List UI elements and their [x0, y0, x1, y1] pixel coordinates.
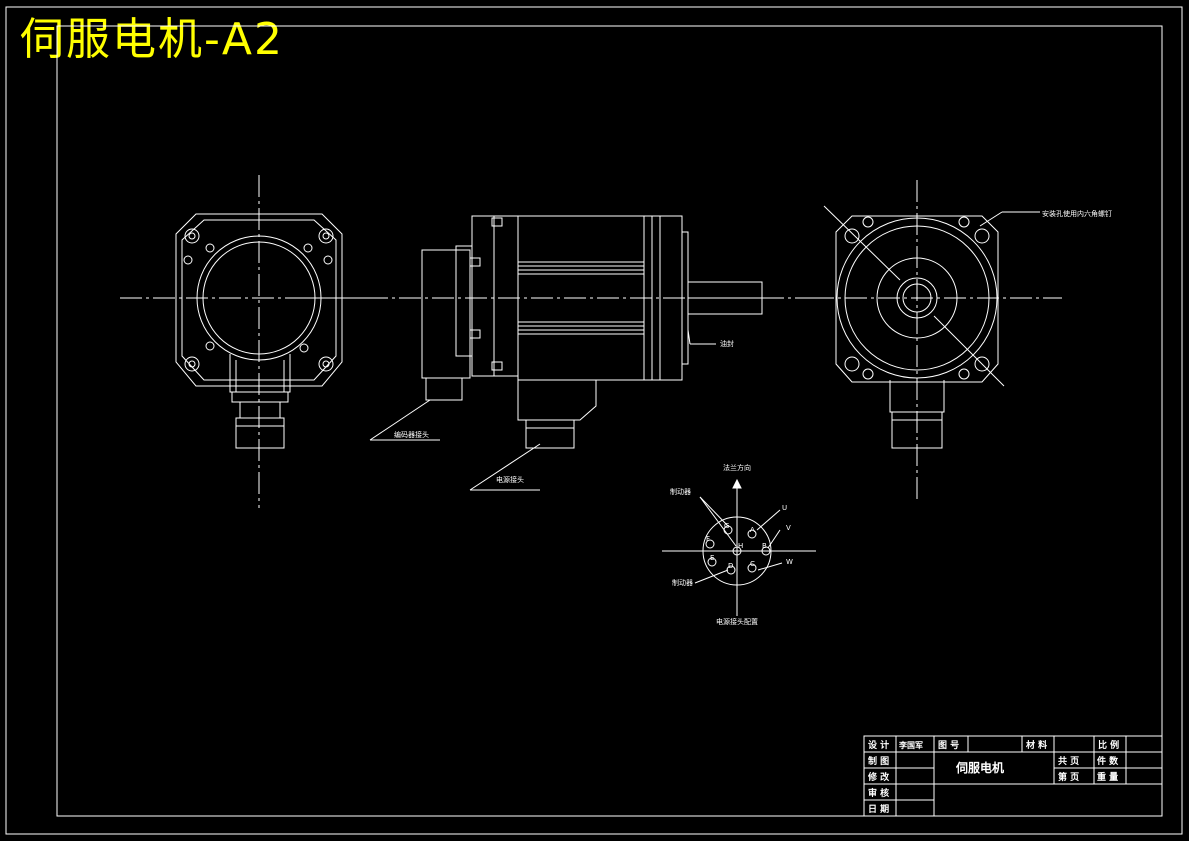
tb-material: 材 料: [1025, 739, 1047, 751]
side-view: [300, 215, 830, 491]
power-connector-label: 电源接头: [496, 475, 524, 484]
outer-border: [5, 6, 1183, 835]
tb-page-no: 第 页: [1058, 771, 1079, 783]
pin-w-label: W: [786, 558, 793, 566]
tb-drafting: 制 图: [868, 755, 889, 767]
pin-c-label: C: [750, 560, 755, 568]
pin-f-label: F: [706, 535, 710, 543]
flange-direction-label: 法兰方向: [723, 463, 751, 472]
tb-review: 审 核: [868, 787, 889, 799]
rear-view: [120, 175, 372, 508]
pin-e-label: E: [710, 554, 714, 562]
oil-seal-label: 油封: [720, 339, 734, 348]
front-view: [812, 180, 1062, 502]
inner-border: [56, 25, 1163, 817]
tb-date: 日 期: [868, 803, 889, 815]
tb-part-name: 伺服电机: [955, 760, 1004, 775]
tb-pieces: 件 数: [1097, 755, 1119, 767]
power-layout-label: 电源接头配置: [716, 617, 758, 626]
pin-u-label: U: [782, 504, 787, 512]
tb-total-pages: 共 页: [1058, 755, 1079, 767]
tb-drawing-no: 图 号: [938, 740, 959, 751]
hex-bolt-note: 安装孔使用内六角螺钉: [1042, 209, 1112, 218]
pin-a-label: A: [750, 526, 755, 534]
tb-designer: 李国军: [898, 740, 923, 750]
tb-modify: 修 改: [867, 771, 890, 783]
brake-top-label: 制动器: [670, 487, 691, 496]
tb-scale: 比 例: [1098, 739, 1119, 751]
title-block: [863, 735, 1163, 817]
brake-bottom-label: 制动器: [672, 578, 693, 587]
sheet-title: 伺服电机-A2: [20, 14, 284, 65]
pin-layout-diagram: [662, 478, 816, 616]
pin-v-label: V: [786, 524, 791, 532]
pin-h-label: H: [738, 542, 743, 550]
tb-design: 设 计: [868, 739, 889, 751]
pin-b-label: B: [762, 542, 767, 550]
tb-weight: 重 量: [1097, 771, 1118, 783]
pin-d-label: D: [728, 562, 733, 570]
pin-g-label: G: [724, 522, 729, 530]
encoder-connector-label: 编码器接头: [394, 430, 429, 439]
